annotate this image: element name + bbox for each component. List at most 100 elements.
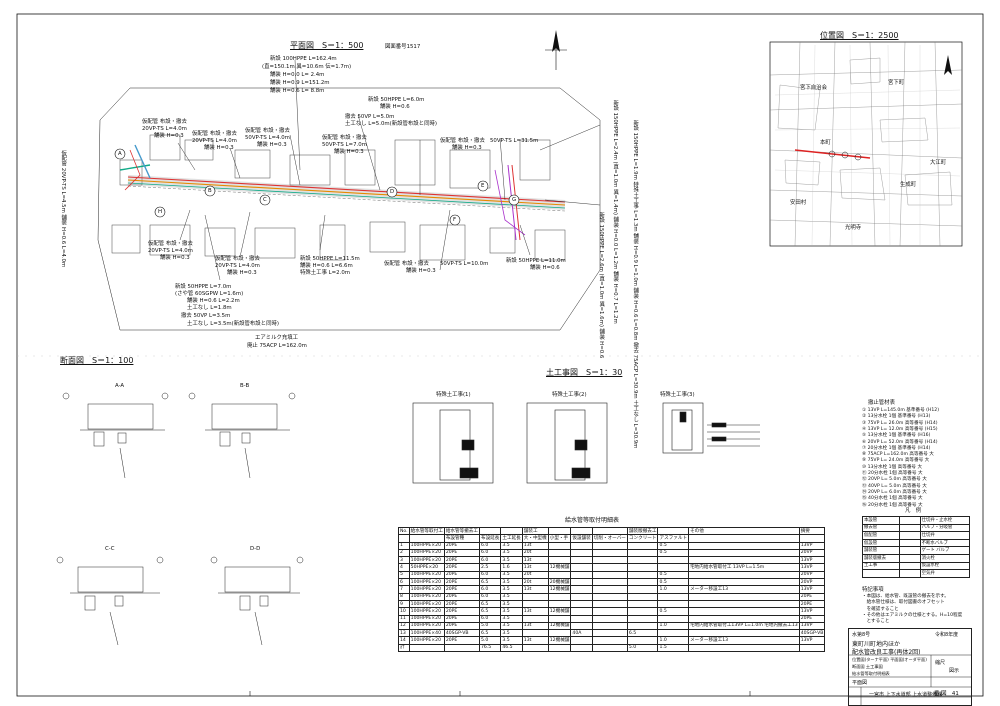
legend-label: バルブ・分岐管 (919, 523, 971, 533)
schedule-cell: 1.0 (657, 636, 690, 645)
legend-label: 土工事 (862, 561, 900, 571)
schedule-cell (657, 592, 690, 601)
schedule-cell: アスファルト (657, 534, 690, 543)
schedule-cell (626, 621, 659, 631)
legend-label: 空気弁 (919, 569, 971, 578)
schedule-cell: 100HPPE×20 (408, 548, 445, 558)
schedule-cell: 11 (398, 614, 410, 623)
schedule-cell: 12機械舗 (547, 621, 572, 631)
schedule-cell: 3.5 (500, 621, 523, 631)
schedule-cell (408, 534, 445, 543)
schedule-cell: 100HPPE×20 (408, 614, 445, 623)
schedule-cell (570, 578, 593, 587)
schedule-cell: 13 (398, 629, 410, 638)
schedule-cell: 6.0 (478, 592, 502, 601)
schedule-cell (626, 548, 659, 558)
schedule-cell (591, 621, 628, 631)
title-project-3: 配水管改良工事(再体2回) (852, 649, 921, 656)
schedule-cell: 5.0 (478, 621, 502, 631)
schedule-cell (591, 629, 628, 638)
schedule-cell: 舗装版撤去工 (626, 526, 659, 536)
schedule-cell (626, 570, 659, 580)
legend-heading: 凡 例 (905, 508, 922, 514)
quantity-item: ⑭ 20VP L= 6.0m 高等番号 大 (862, 489, 927, 495)
schedule-cell (657, 629, 690, 638)
schedule-cell: 6.0 (478, 585, 502, 594)
legend-row: 土工事仮設水栓 (862, 561, 971, 571)
schedule-cell (626, 592, 659, 601)
schedule-cell: 100HPPE×40 (408, 629, 445, 638)
schedule-cell (398, 534, 410, 543)
schedule-cell (688, 534, 800, 543)
schedule-cell (408, 643, 445, 653)
schedule-cell (570, 570, 593, 580)
schedule-cell (547, 548, 572, 558)
note-line: ・本図は、給水管、既設管の撤去を示す。 (862, 594, 949, 599)
schedule-cell (591, 570, 628, 580)
schedule-cell: 20PE (443, 607, 480, 616)
schedule-cell: 13VP (798, 621, 826, 631)
legend-label: 本設管 (862, 516, 900, 525)
schedule-cell: 9 (398, 599, 410, 609)
schedule-cell (570, 556, 593, 565)
quantity-item: ⑨ 75VP L= 24.0m 高等番号 大 (862, 458, 930, 464)
schedule-cell: 舗装工 (521, 526, 549, 536)
schedule-cell (591, 607, 628, 616)
schedule-cell: 20PE (798, 592, 826, 601)
title-scale-label: 縮尺 (935, 660, 946, 666)
plan-right-vertical-note-3: 新設 150HPPE L=2.6m (直=1.0m 異=1.6m) 舗装 H=0… (598, 212, 605, 359)
legend-symbol (898, 546, 921, 555)
earthwork-drawings (412, 402, 760, 484)
legend-row: 撤去管バルブ・分岐管 (862, 523, 971, 533)
section-title: 断面図 S＝1：100 (60, 356, 134, 365)
schedule-cell (547, 599, 572, 609)
schedule-cell: 6.5 (626, 629, 659, 638)
schedule-cell: 13VP (798, 636, 826, 645)
schedule-cell (547, 556, 572, 565)
title-project-2: 東町川町地内ほか (852, 641, 901, 648)
plan-pipelines (119, 144, 566, 241)
schedule-cell: 100HPPE×20 (408, 636, 445, 645)
schedule-cell (591, 614, 628, 623)
schedule-cell (688, 570, 800, 580)
schedule-cell: 1.6 (500, 563, 523, 572)
location-map (769, 41, 963, 247)
schedule-cell (443, 643, 480, 653)
schedule-cell: 6.0 (478, 548, 502, 558)
schedule-cell: 20PE (443, 585, 480, 594)
schedule-header-row: No.給水管等取付工給水管等撤去工舗装工舗装版撤去工その他摘要 (398, 526, 826, 536)
schedule-cell (626, 614, 659, 623)
note-line: 給水管仕様は、取付図書のオフセット (862, 600, 945, 606)
schedule-cell (591, 526, 628, 536)
schedule-cell: 13t (521, 585, 549, 594)
schedule-cell: 20VP (798, 548, 826, 558)
legend-label (862, 569, 900, 578)
schedule-cell: 20PE (443, 563, 480, 572)
schedule-cell: 13t (521, 563, 549, 572)
schedule-cell: 6.0 (478, 570, 502, 580)
schedule-cell: 3.5 (500, 599, 523, 609)
schedule-cell (547, 643, 572, 653)
schedule-cell: 20PE (798, 614, 826, 623)
schedule-cell: 10 (398, 607, 410, 616)
schedule-cell (626, 599, 659, 609)
schedule-cell: 20PE (443, 570, 480, 580)
schedule-cell: 13t (521, 636, 549, 645)
legend-symbol (898, 523, 921, 533)
schedule-cell: 40SGP-VB (443, 629, 480, 638)
schedule-cell (521, 643, 549, 653)
legend-label: 舗装管 (862, 546, 900, 555)
title-project-1: 水第8号 (852, 632, 871, 638)
schedule-cell: 13VP (798, 541, 826, 550)
schedule-cell (521, 629, 549, 638)
schedule-cell (798, 534, 826, 543)
plan-boundary (97, 87, 601, 331)
quantity-item: ⑯ 20分水栓 1個 高等番号 大 (862, 502, 923, 508)
